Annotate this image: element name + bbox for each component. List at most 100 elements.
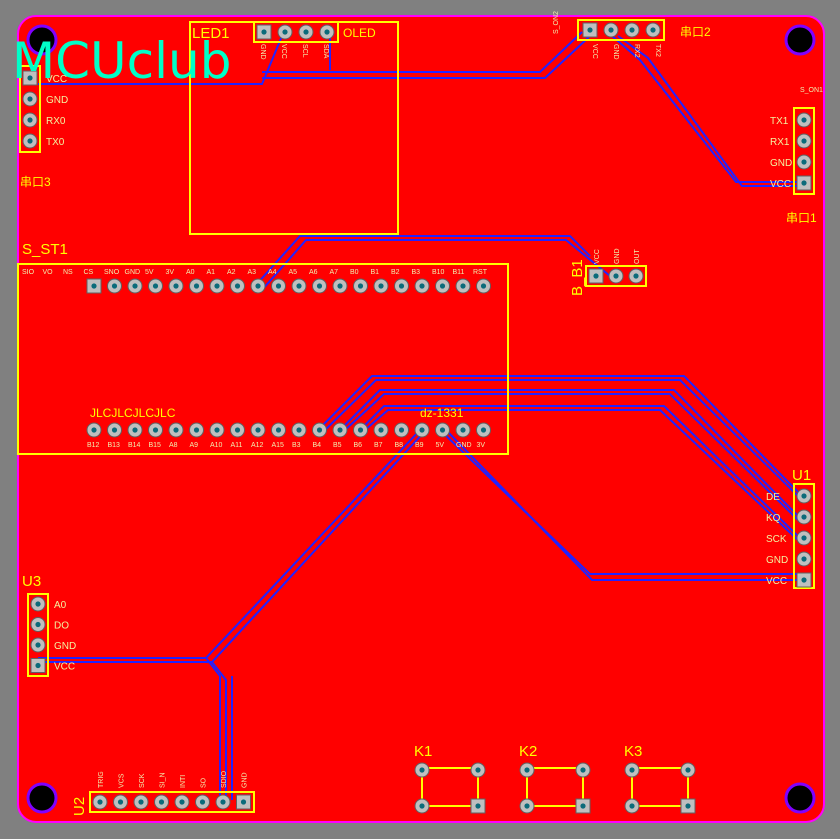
pad-drill bbox=[357, 283, 364, 289]
pad-drill bbox=[801, 159, 807, 165]
pad-drill bbox=[173, 283, 179, 289]
s-st1-top-pin-label: A3 bbox=[248, 269, 257, 276]
button-k1[interactable]: K1 bbox=[414, 743, 486, 814]
button-k3[interactable]: K3 bbox=[624, 743, 696, 814]
mounting-hole bbox=[26, 782, 58, 814]
s-st1-top-pin-label: B2 bbox=[391, 269, 400, 276]
pad-drill bbox=[132, 283, 138, 289]
s-st1-bottom-pin-label: B8 bbox=[395, 442, 404, 449]
button-ref: K2 bbox=[519, 743, 537, 760]
pad-drill bbox=[275, 283, 282, 289]
uart3-pin-label: VCC bbox=[46, 74, 67, 85]
s-st1-top-pin-label: NS bbox=[63, 269, 73, 276]
pad-drill bbox=[801, 556, 807, 562]
pad-drill bbox=[303, 29, 309, 35]
button-k2[interactable]: K2 bbox=[519, 743, 591, 814]
u1-pin-label: VCC bbox=[766, 576, 787, 587]
s-st1-top-pin-label: A6 bbox=[309, 269, 318, 276]
pad-drill bbox=[613, 273, 619, 279]
u3-pin-label: DO bbox=[54, 621, 69, 632]
pad-drill bbox=[524, 803, 530, 809]
pad-drill bbox=[801, 117, 807, 123]
pad-drill bbox=[629, 803, 635, 809]
s-st1-bottom-pin-label: B6 bbox=[354, 442, 363, 449]
pad-drill bbox=[801, 535, 807, 541]
s-st1-bottom-pin-label: A10 bbox=[210, 442, 223, 449]
pad-drill bbox=[801, 138, 807, 144]
u3-ref: U3 bbox=[22, 573, 41, 590]
pad-drill bbox=[240, 799, 247, 805]
mounting-holes bbox=[26, 24, 816, 814]
pad-drill bbox=[27, 117, 33, 123]
pad-drill bbox=[234, 427, 241, 433]
pad-drill bbox=[593, 273, 599, 279]
button-ref: K3 bbox=[624, 743, 642, 760]
trace bbox=[359, 405, 801, 539]
trace bbox=[617, 35, 800, 187]
s-st1-top-pin-label: CS bbox=[84, 269, 94, 276]
s-st1-top-pin-label: A2 bbox=[227, 269, 236, 276]
u1-pin-label: GND bbox=[766, 555, 788, 566]
s-st1-bottom-pin-label: 3V bbox=[477, 442, 486, 449]
pad-drill bbox=[475, 767, 481, 773]
trace bbox=[364, 409, 801, 543]
s-st1-top-pin-label: B0 bbox=[350, 269, 359, 276]
pad-drill bbox=[296, 427, 302, 433]
pad-drill bbox=[460, 283, 466, 289]
pad-drill bbox=[685, 803, 691, 809]
s-st1-top-pin-label: GND bbox=[125, 269, 141, 276]
s-st1-bottom-pin-label: A11 bbox=[231, 442, 243, 449]
trace bbox=[205, 657, 221, 800]
pad-drill bbox=[117, 799, 124, 805]
s-st1-bottom-pin-label: B13 bbox=[108, 442, 121, 449]
u2-pin-label: SO bbox=[201, 777, 208, 788]
s-st1-text-left: JLCJLCJLCJLC bbox=[90, 406, 176, 420]
led1-pin-label: GND bbox=[259, 44, 266, 60]
led1-pin-label: SCL bbox=[301, 44, 308, 58]
trace bbox=[262, 35, 591, 79]
button-outline bbox=[526, 767, 584, 807]
uart1-pin-label: GND bbox=[770, 158, 792, 169]
pad-drill bbox=[91, 283, 97, 289]
s-st1-bottom-pin-label: B3 bbox=[292, 442, 301, 449]
trace bbox=[262, 31, 583, 73]
pad-drill bbox=[316, 427, 323, 433]
s-st1-top-pin-label: B1 bbox=[371, 269, 380, 276]
pad-drill bbox=[801, 493, 807, 499]
s-st1-bottom-pin-label: B7 bbox=[374, 442, 383, 449]
trace bbox=[38, 35, 283, 85]
s-st1-bottom-pin-label: B14 bbox=[128, 442, 141, 449]
pad-drill bbox=[580, 767, 586, 773]
s-st1-bottom-pin-label: A12 bbox=[251, 442, 264, 449]
trace bbox=[211, 661, 227, 800]
pad-drill bbox=[316, 283, 323, 289]
s-st1-text-right: dz-1331 bbox=[420, 406, 464, 420]
pad-drill bbox=[439, 427, 446, 433]
pad-drill bbox=[199, 799, 206, 805]
pad-drill bbox=[580, 803, 586, 809]
pad-drill bbox=[193, 427, 200, 433]
u1-pin-label: SCK bbox=[766, 534, 787, 545]
s-st1-top-pin-label: VO bbox=[43, 269, 54, 276]
pad-drill bbox=[152, 427, 159, 433]
u2-outline bbox=[89, 791, 255, 813]
pad-drill bbox=[629, 27, 635, 33]
pad-drill bbox=[193, 283, 200, 289]
uart2-pin-label: RX2 bbox=[633, 44, 640, 58]
u1-ref: U1 bbox=[792, 467, 811, 484]
s-st1-top-pin-label: A5 bbox=[289, 269, 298, 276]
pad-drill bbox=[587, 27, 593, 33]
trace bbox=[344, 393, 801, 523]
button-outline bbox=[631, 767, 689, 807]
button-ref: K1 bbox=[414, 743, 432, 760]
trace bbox=[339, 389, 801, 519]
